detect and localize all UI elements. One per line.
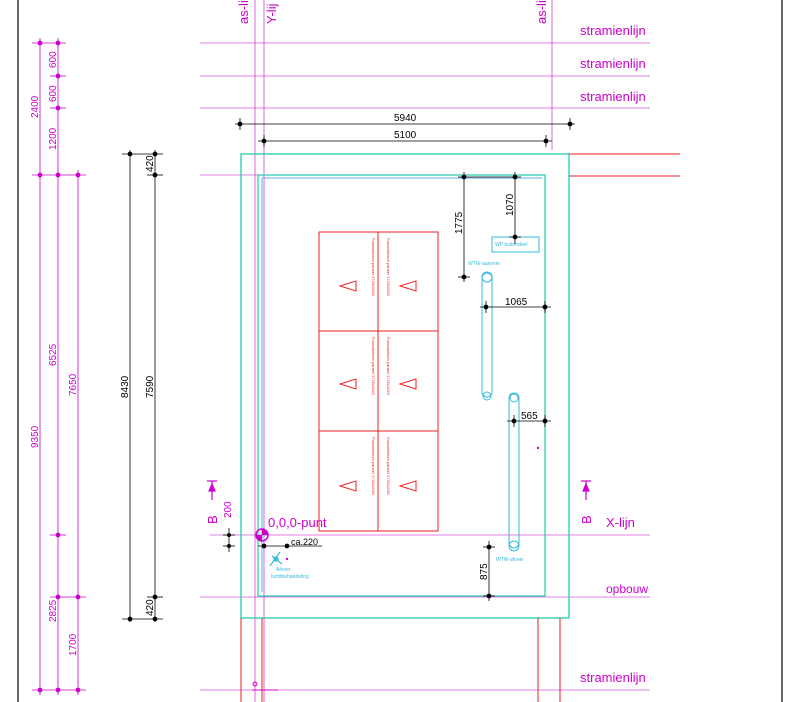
stramienlijn-label-1: stramienlijn bbox=[580, 23, 646, 38]
dim-600-b: 600 bbox=[48, 85, 59, 102]
dim-200: 200 bbox=[223, 501, 234, 518]
y-lijn-label: Y-lij bbox=[264, 3, 279, 24]
dim-7590: 7590 bbox=[145, 375, 156, 398]
red-adjoining-lines bbox=[240, 153, 680, 702]
dim-5100: 5100 bbox=[394, 130, 417, 141]
dim-1070: 1070 bbox=[505, 193, 516, 216]
equipment-ducts bbox=[481, 236, 540, 552]
dim-420-bottom: 420 bbox=[145, 599, 156, 616]
panel-label-5: Fotovoltaïsch paneel 1720x1040 bbox=[371, 437, 376, 496]
stramienlijn-label-4: stramienlijn bbox=[580, 670, 646, 685]
dim-875: 875 bbox=[479, 563, 490, 580]
dim-1200: 1200 bbox=[48, 127, 59, 150]
panel-label-3: Fotovoltaïsch paneel 1720x1040 bbox=[371, 337, 376, 396]
afvoer-label-line2: luchtbehandeling bbox=[271, 574, 309, 580]
dim-ca-220: ca.220 bbox=[291, 537, 318, 547]
dim-1065: 1065 bbox=[505, 297, 528, 308]
as-lijn-left-label: as-li bbox=[236, 0, 251, 24]
dim-9350: 9350 bbox=[30, 425, 41, 448]
black-dimensions-inner bbox=[223, 172, 551, 601]
dim-1775: 1775 bbox=[454, 211, 465, 234]
afvoer-fan-icon bbox=[269, 551, 283, 567]
panel-label-1: Fotovoltaïsch paneel 1720x1040 bbox=[371, 238, 376, 297]
section-b-left-label: B bbox=[205, 515, 220, 524]
dim-2825: 2825 bbox=[48, 599, 59, 622]
dim-565: 565 bbox=[521, 411, 538, 422]
dim-5940: 5940 bbox=[394, 113, 417, 124]
left-dimension-chains bbox=[32, 38, 86, 695]
stramienlijn-label-2: stramienlijn bbox=[580, 56, 646, 71]
afvoer-label-line1: Afvoer bbox=[276, 567, 291, 573]
origin-point-symbol bbox=[255, 528, 269, 542]
panel-label-6: Fotovoltaïsch paneel 1720x1040 bbox=[386, 437, 391, 496]
dim-7650: 7650 bbox=[68, 373, 79, 396]
solar-panel-array bbox=[318, 231, 439, 532]
section-marker-right bbox=[581, 480, 591, 500]
dim-8430: 8430 bbox=[120, 375, 131, 398]
panel-label-2: Fotovoltaïsch paneel 1720x1040 bbox=[386, 238, 391, 297]
small-magenta-markers bbox=[252, 446, 540, 691]
section-marker-left bbox=[207, 480, 217, 500]
grid-lines bbox=[200, 0, 650, 702]
as-lijn-right-label: as-li bbox=[534, 0, 549, 24]
page-frame bbox=[17, 0, 783, 702]
building-outline bbox=[240, 153, 570, 619]
wp-buitendeel-label: WP buitendeel bbox=[495, 242, 527, 248]
black-dimensions-top bbox=[235, 118, 575, 147]
panel-label-4: Fotovoltaïsch paneel 1720x1040 bbox=[386, 337, 391, 396]
dim-2400: 2400 bbox=[30, 95, 41, 118]
wtw-aanvoer-label: WTW-aanvoer bbox=[468, 261, 500, 267]
dim-420-top: 420 bbox=[145, 155, 156, 172]
wtw-afvoer-label: WTW-afvoer bbox=[496, 557, 524, 563]
opbouw-label: opbouw bbox=[606, 582, 648, 596]
black-dimensions-left bbox=[122, 150, 163, 622]
origin-label: 0,0,0-punt bbox=[268, 515, 327, 530]
dim-6525: 6525 bbox=[48, 343, 59, 366]
dim-1700: 1700 bbox=[68, 633, 79, 656]
x-lijn-label: X-lijn bbox=[606, 515, 635, 530]
section-b-right-label: B bbox=[579, 515, 594, 524]
dim-600-a: 600 bbox=[48, 51, 59, 68]
stramienlijn-label-3: stramienlijn bbox=[580, 89, 646, 104]
